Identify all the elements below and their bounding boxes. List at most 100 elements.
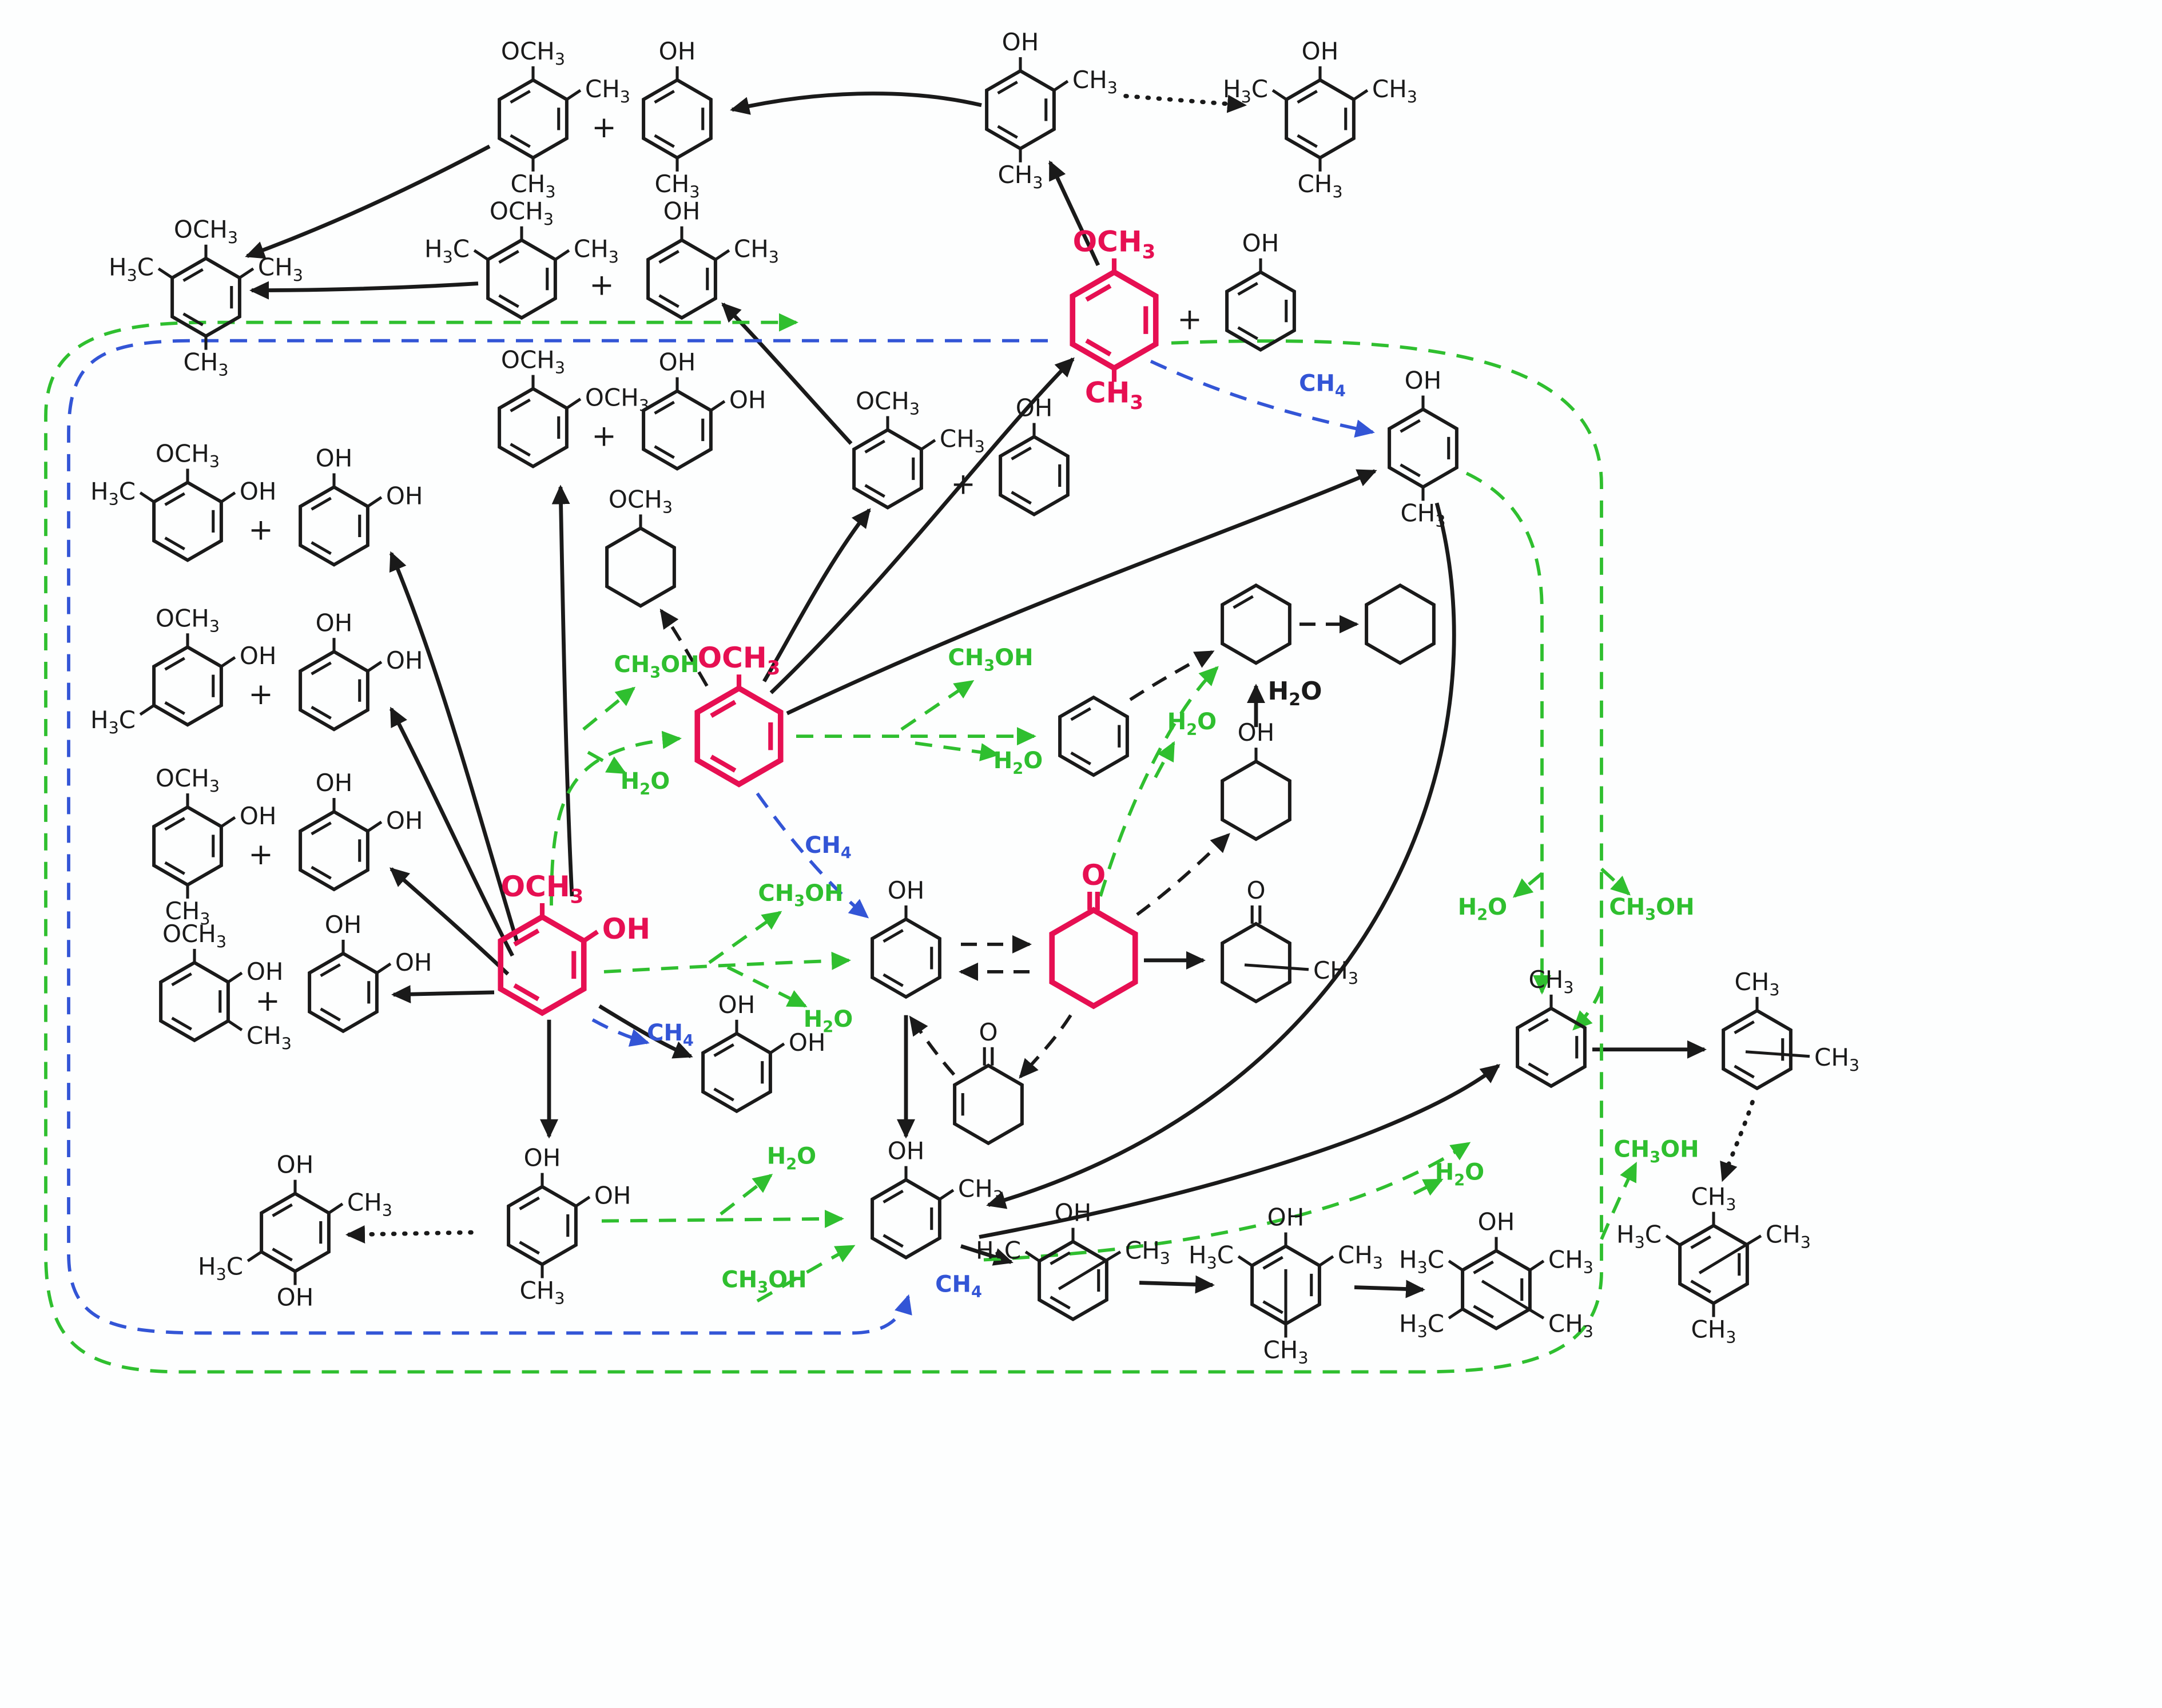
plus-sign: + (248, 513, 273, 547)
double-bond (654, 445, 675, 459)
byproduct-label: CH4 (935, 1271, 982, 1301)
substituent-label: OH (316, 769, 353, 797)
arrow-methane-blue (1150, 359, 1375, 438)
double-bond (510, 134, 531, 148)
arrow-solid (979, 1064, 1501, 1239)
ring (498, 78, 569, 160)
double-bond (311, 821, 332, 836)
double-bond (1011, 491, 1032, 505)
substituent-label: CH3 (1766, 1221, 1811, 1253)
byproduct-label: CH4 (647, 1020, 694, 1050)
substituent-bond (920, 439, 936, 451)
double-bond (311, 865, 332, 880)
arrow-solid (389, 551, 519, 943)
substituent-label: OH (1478, 1208, 1515, 1236)
substituent-bond (1698, 1234, 1762, 1274)
substituent-label: OH (1055, 1199, 1092, 1227)
substituent-label: OH (718, 991, 756, 1019)
ring (299, 484, 369, 567)
substituent-label: H3C (90, 477, 136, 509)
ring (605, 526, 676, 608)
substituent-label: OH (1238, 718, 1275, 746)
substituent-label: CH3 (1125, 1237, 1170, 1269)
ring (159, 960, 230, 1043)
substituent-bond (367, 496, 383, 508)
double-bond (1734, 1020, 1755, 1035)
arrow-methanol-green (1099, 666, 1219, 897)
double-bond (320, 963, 341, 978)
substituent-label: CH3 (247, 1022, 292, 1054)
substituent-label: OH (247, 958, 284, 986)
substituent-label: CH3 (1400, 499, 1445, 531)
double-bond (1262, 1300, 1283, 1314)
double-bond (1690, 1280, 1711, 1294)
arrow-solid (1139, 1275, 1215, 1294)
arrow-dashed (659, 609, 709, 687)
ring (1221, 759, 1291, 841)
arrow-methanol-green (720, 1174, 773, 1216)
plus-sign: + (951, 467, 976, 501)
arrow-solid (786, 469, 1377, 716)
substituent-label: CH3 (1072, 66, 1118, 98)
byproduct-label: CH3OH (614, 652, 699, 681)
double-bond (997, 125, 1018, 139)
arrow-dotted (345, 1225, 474, 1244)
ring (1722, 1008, 1793, 1091)
substituent-label: OH (602, 912, 650, 946)
substituent-label: OH (386, 807, 423, 835)
ring (1221, 583, 1291, 665)
ring (152, 645, 223, 727)
substituent-bond (710, 400, 726, 412)
double-bond (1690, 1235, 1711, 1249)
double-bond (713, 1087, 734, 1102)
substituent-bond (247, 1250, 263, 1262)
double-bond (1734, 1064, 1755, 1079)
ring (871, 1178, 941, 1260)
double-bond (1237, 281, 1258, 296)
byproduct-label: H2O (804, 1006, 853, 1036)
double-bond (1473, 1305, 1494, 1319)
substituent-bond (157, 267, 173, 279)
double-bond (1085, 284, 1112, 302)
substituent-label: H3C (1223, 75, 1268, 107)
arrow-solid (769, 357, 1075, 694)
substituent-label: OCH3 (501, 346, 565, 378)
ring (152, 805, 223, 887)
substituent-label: H3C (1399, 1309, 1444, 1341)
substituent-label: H3C (424, 235, 470, 267)
double-bond (883, 973, 904, 987)
molecule-anisole: OCH3 (694, 641, 784, 788)
substituent-bond (1024, 1250, 1040, 1262)
ring (486, 238, 557, 320)
arrow-methanol-green (587, 750, 627, 774)
double-bond (164, 492, 185, 506)
substituent-label: CH3 (1528, 966, 1573, 998)
plus-sign: + (248, 837, 273, 872)
substituent-bond (239, 267, 255, 279)
ring (701, 1031, 772, 1114)
arrow-methanol-green (601, 1209, 844, 1228)
ring (170, 256, 241, 339)
double-bond (710, 700, 737, 718)
double-bond (1473, 1260, 1494, 1274)
substituent-label: OH (316, 609, 353, 637)
annotations: +++++++++CH3OHH2OCH3OHH2OH2OCH3OHH2OH2OC… (248, 110, 1699, 1301)
arrow-methanol-green (1512, 872, 1543, 898)
substituent-bond (554, 249, 570, 261)
arrow-solid (391, 985, 495, 1004)
ring (985, 69, 1056, 151)
byproduct-label: CH3OH (758, 880, 843, 910)
ring (1221, 921, 1291, 1004)
double-bond (1233, 595, 1254, 609)
